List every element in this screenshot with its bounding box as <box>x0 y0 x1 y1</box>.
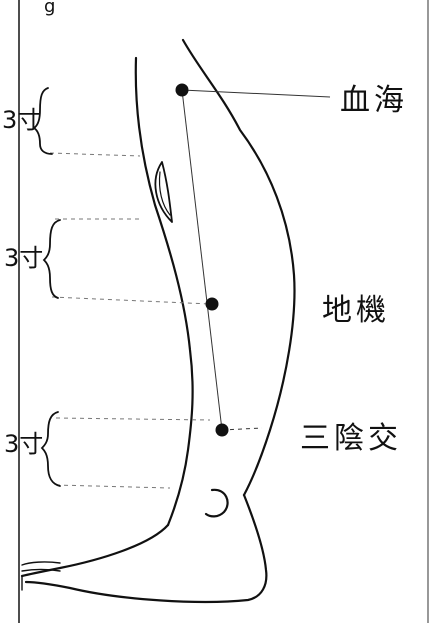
header-fragment: g <box>44 0 55 17</box>
acupoint-sanyinjiao <box>216 424 229 437</box>
leader-lines <box>182 90 330 430</box>
leg-outline <box>22 40 294 602</box>
point-label-diji: 地機 <box>322 293 390 328</box>
point-label-sanyinjiao: 三陰交 <box>300 421 402 456</box>
acupoint-diji <box>206 298 219 311</box>
acupoint-xuehai <box>176 84 189 97</box>
measure-label-lower: 3寸 <box>4 430 43 458</box>
brace-lower <box>42 412 60 486</box>
measure-label-middle: 3寸 <box>4 244 43 272</box>
measurement-braces <box>34 88 60 486</box>
brace-middle <box>44 220 60 298</box>
measure-label-upper: 3寸 <box>2 106 41 134</box>
point-label-xuehai: 血海 <box>340 83 408 118</box>
tibia-guide-line <box>182 90 222 430</box>
